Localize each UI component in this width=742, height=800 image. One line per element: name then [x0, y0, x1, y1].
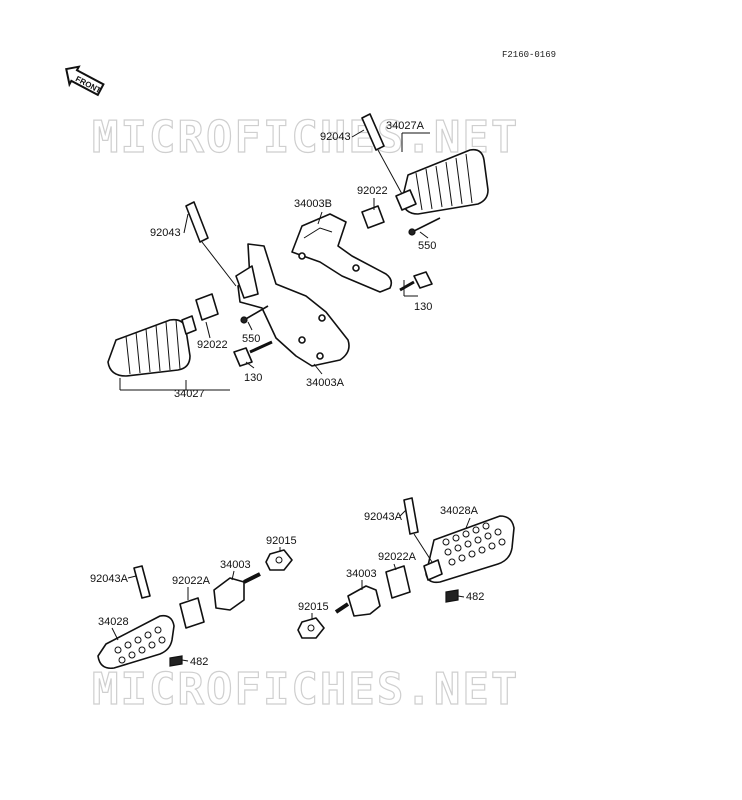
label-92022A-right: 92022A	[378, 551, 417, 563]
holder-34003-left	[213, 572, 261, 611]
front-arrow-icon: FRONT	[65, 65, 105, 97]
label-92022-left: 92022	[197, 339, 228, 351]
label-34027A: 34027A	[386, 120, 425, 132]
pin-92043-left	[185, 201, 237, 287]
footpeg-pad-34028A	[423, 515, 515, 584]
footpeg-34027A	[395, 148, 489, 215]
label-34003-right: 34003	[346, 568, 377, 580]
label-92022A-left: 92022A	[172, 575, 211, 587]
label-550-left: 550	[242, 333, 260, 345]
clip-482-left	[169, 655, 183, 667]
footpeg-pad-34028	[97, 614, 175, 670]
label-34027: 34027	[174, 388, 205, 400]
drawing-code: F2160-0169	[502, 50, 556, 60]
label-92043-top: 92043	[320, 131, 351, 143]
label-34003B: 34003B	[294, 198, 332, 210]
watermark-bottom: MICROFICHES.NET	[92, 664, 519, 715]
pin-92043-top	[361, 113, 403, 195]
cotter-pin-550-top	[408, 217, 441, 236]
nut-92015-top	[265, 549, 293, 571]
label-130-right: 130	[414, 301, 432, 313]
bracket-34003A	[235, 243, 350, 367]
label-92043-left: 92043	[150, 227, 181, 239]
label-92015-bottom: 92015	[298, 601, 329, 613]
bottom-leader-lines	[111, 509, 471, 662]
bushing-92022A-left	[179, 597, 205, 629]
pin-92043A-right	[403, 497, 433, 563]
bushing-92022A-right	[385, 565, 411, 599]
holder-34003-right	[334, 585, 381, 617]
label-482-left: 482	[190, 656, 208, 668]
label-92015-top: 92015	[266, 535, 297, 547]
nut-92015-bottom	[297, 617, 325, 639]
label-34028A: 34028A	[440, 505, 479, 517]
watermark-top: MICROFICHES.NET	[92, 112, 519, 163]
bracket-34003B	[291, 213, 393, 293]
label-92022-top: 92022	[357, 185, 388, 197]
footpeg-34027	[107, 315, 197, 377]
label-92043A-right: 92043A	[364, 511, 403, 523]
cotter-pin-550-left	[240, 305, 269, 324]
top-leader-lines	[119, 129, 430, 391]
bushing-92022-top	[361, 205, 385, 229]
label-34003-left: 34003	[220, 559, 251, 571]
pin-92043A-left	[133, 565, 151, 599]
bushing-92022-left	[195, 293, 219, 321]
clip-482-right	[445, 589, 459, 603]
label-550-top: 550	[418, 240, 436, 252]
label-130-left: 130	[244, 372, 262, 384]
bolt-130-right	[399, 271, 433, 292]
label-34028: 34028	[98, 616, 129, 628]
label-92043A-left: 92043A	[90, 573, 129, 585]
bolt-130-left	[233, 340, 273, 367]
label-482-right: 482	[466, 591, 484, 603]
label-34003A: 34003A	[306, 377, 345, 389]
